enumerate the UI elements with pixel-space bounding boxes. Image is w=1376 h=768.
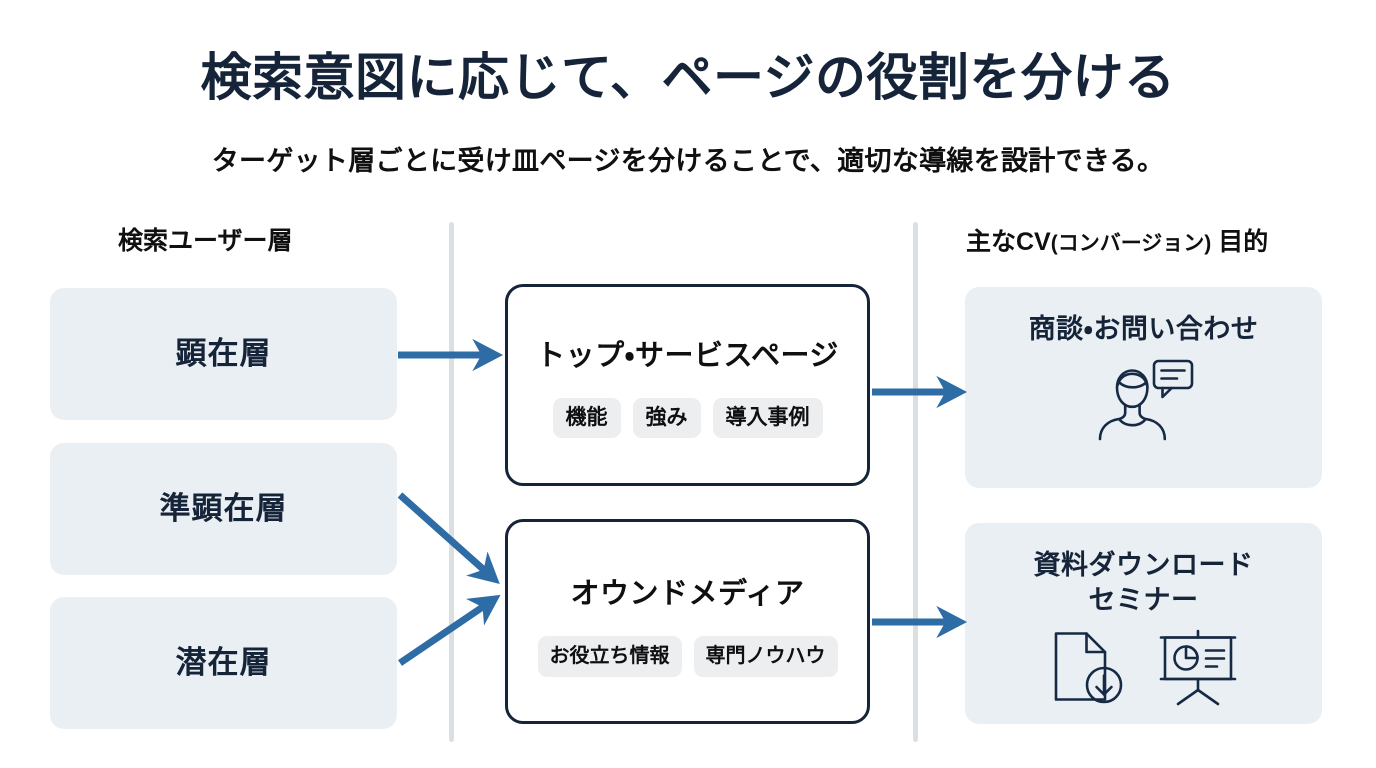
page-card-owned-media[interactable]: オウンドメディア お役立ち情報 専門ノウハウ [505, 519, 870, 724]
cv-goal-box-2[interactable]: 資料ダウンロード セミナー [965, 523, 1322, 724]
divider-line-right [913, 222, 918, 742]
user-layer-label: 潜在層 [175, 644, 272, 680]
cv-goal-title: 資料ダウンロード セミナー [1034, 548, 1254, 617]
arrow-flow-2 [397, 492, 500, 585]
page-subtitle: ターゲット層ごとに受け皿ページを分けることで、適切な導線を設計できる。 [211, 146, 1165, 176]
arrow-flow-3 [398, 594, 501, 666]
user-layer-label: 準顕在層 [159, 490, 288, 526]
page-tag[interactable]: 導入事例 [712, 398, 823, 439]
person-speech-bubble-icon [1092, 357, 1196, 446]
column-header-right-paren: (コンバージョン) [1050, 232, 1212, 255]
page-tag[interactable]: 専門ノウハウ [693, 636, 838, 677]
user-layer-label: 顕在層 [175, 335, 272, 371]
column-header-right: 主なCV(コンバージョン) 目的 [966, 230, 1268, 255]
user-layer-box-1[interactable]: 顕在層 [50, 288, 397, 420]
page-card-service[interactable]: トップ・サービスページ 機能 強み 導入事例 [505, 284, 870, 486]
cv-goal-title: 商談・お問い合わせ [1028, 314, 1259, 344]
cv-goal-icon-group [1092, 357, 1196, 446]
page-title: 検索意図に応じて、ページの役割を分ける [200, 49, 1176, 106]
document-download-icon [1048, 627, 1126, 712]
divider-line-left [449, 222, 454, 742]
page-tag[interactable]: 機能 [552, 398, 621, 439]
user-layer-box-2[interactable]: 準顕在層 [50, 443, 397, 575]
page-tag[interactable]: お役立ち情報 [537, 636, 682, 677]
column-header-right-tail: 目的 [1218, 228, 1269, 256]
column-header-left: 検索ユーザー層 [118, 227, 293, 255]
page-card-title: トップ・サービスページ [536, 340, 839, 372]
page-card-title: オウンドメディア [570, 578, 805, 610]
presentation-board-icon [1156, 627, 1240, 712]
page-card-tag-list: 機能 強み 導入事例 [552, 398, 823, 439]
page-tag[interactable]: 強み [632, 398, 701, 439]
cv-goal-icon-group [1048, 627, 1240, 712]
user-layer-box-3[interactable]: 潜在層 [50, 597, 397, 729]
page-card-tag-list: お役立ち情報 専門ノウハウ [537, 636, 838, 677]
cv-goal-box-1[interactable]: 商談・お問い合わせ [965, 287, 1322, 488]
cv-goal-title-line-1: 資料ダウンロード [1033, 550, 1254, 580]
column-header-right-main: 主なCV [966, 228, 1051, 256]
cv-goal-title-line-2: セミナー [1088, 584, 1199, 615]
